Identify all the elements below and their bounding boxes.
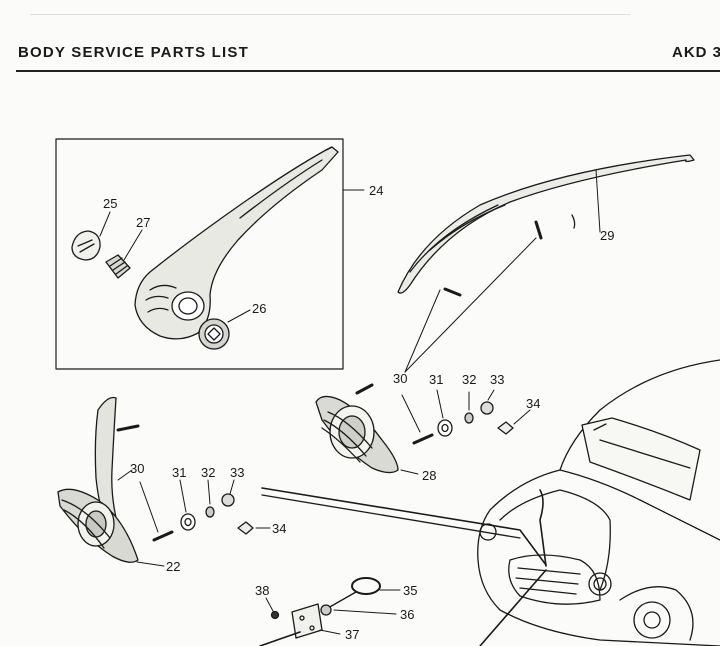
page-title: BODY SERVICE PARTS LIST xyxy=(18,44,249,61)
bonnet-cable xyxy=(261,487,547,566)
bonnet-cable-lower xyxy=(479,569,547,646)
hardware-row-upper xyxy=(355,383,514,445)
callout-32-lower: 32 xyxy=(201,465,215,480)
part-26-badge xyxy=(198,318,230,350)
part-22-mascot xyxy=(57,396,139,563)
part-29-moulding xyxy=(397,154,695,294)
callout-35: 35 xyxy=(403,583,417,598)
bonnet-cable-inner xyxy=(261,494,521,539)
callout-34-upper: 34 xyxy=(526,396,540,411)
callout-24: 24 xyxy=(369,183,383,198)
callout-37: 37 xyxy=(345,627,359,642)
callout-31-lower: 31 xyxy=(172,465,186,480)
callout-38: 38 xyxy=(255,583,269,598)
callout-34-lower: 34 xyxy=(272,521,286,536)
callout-29: 29 xyxy=(600,228,614,243)
stud xyxy=(443,287,462,297)
callout-36: 36 xyxy=(400,607,414,622)
scan-edge-line xyxy=(30,14,630,15)
callout-30-upper: 30 xyxy=(393,371,407,386)
callout-31-upper: 31 xyxy=(429,372,443,387)
callout-28: 28 xyxy=(422,468,436,483)
inset-frame xyxy=(55,138,344,370)
callout-33-upper: 33 xyxy=(490,372,504,387)
callout-22: 22 xyxy=(166,559,180,574)
header-rule xyxy=(16,70,720,72)
leader-lines xyxy=(99,169,601,635)
callout-25: 25 xyxy=(103,196,117,211)
callout-32-upper: 32 xyxy=(462,372,476,387)
part-25-cap xyxy=(71,230,101,261)
stud xyxy=(534,220,543,240)
callout-33-lower: 33 xyxy=(230,465,244,480)
callout-30-lower: 30 xyxy=(130,461,144,476)
part-27-screw xyxy=(105,254,131,279)
part-28-winged-badge xyxy=(315,395,399,474)
part-24-ornament-arm xyxy=(134,146,339,340)
page-code: AKD 3 xyxy=(671,44,720,61)
car-outline xyxy=(477,359,720,646)
callout-26: 26 xyxy=(252,301,266,316)
callout-27: 27 xyxy=(136,215,150,230)
hardware-row-lower xyxy=(116,424,254,542)
